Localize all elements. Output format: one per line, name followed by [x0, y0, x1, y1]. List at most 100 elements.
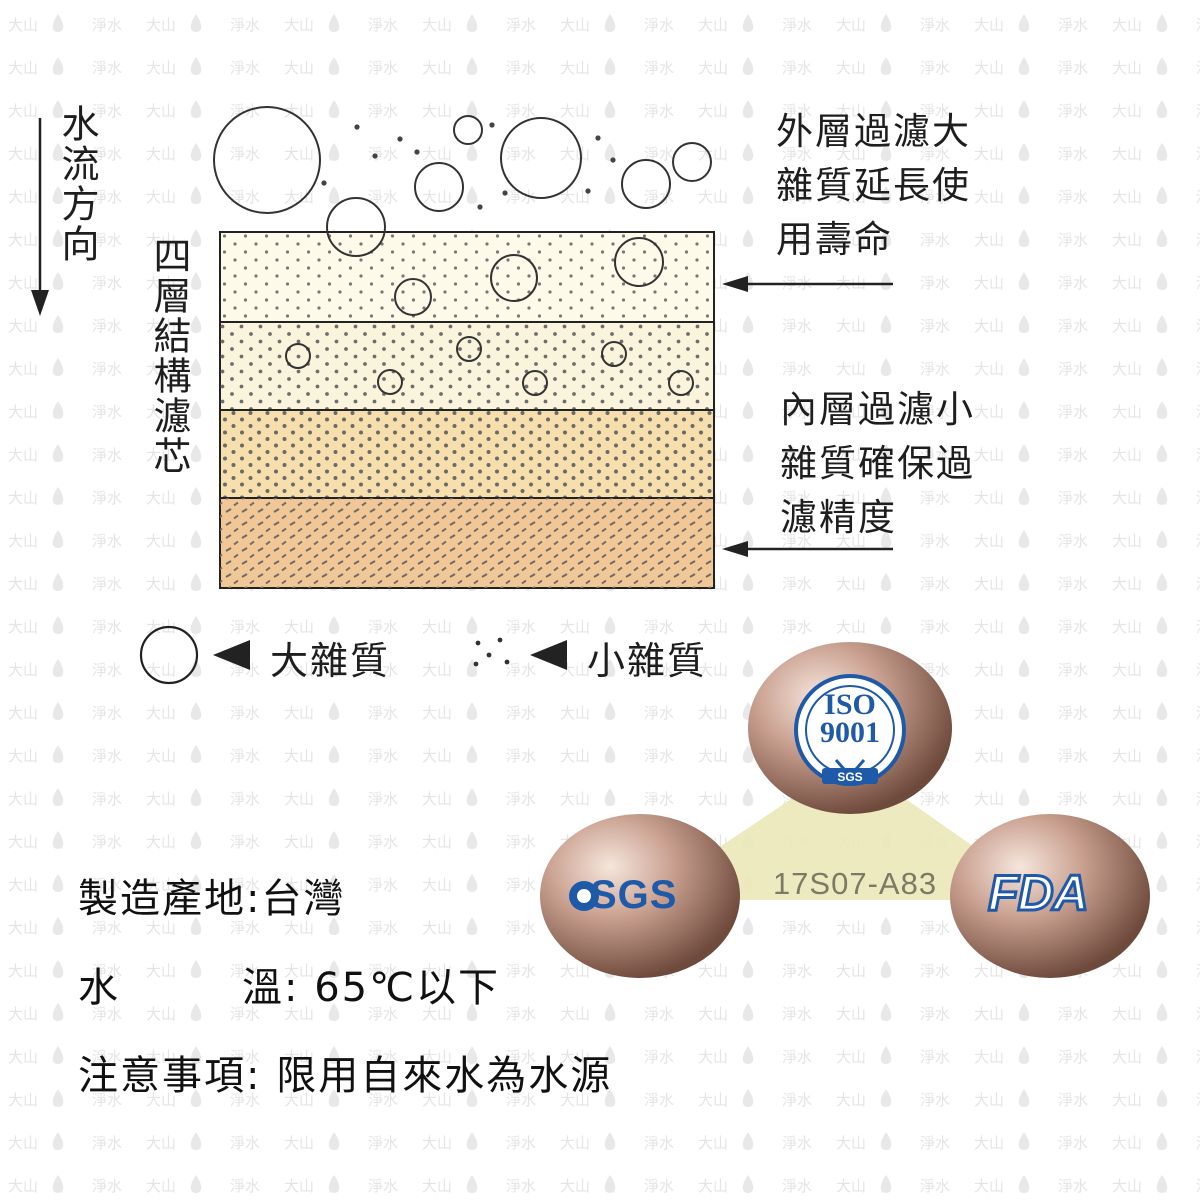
water-drop-icon [880, 100, 892, 118]
watermark-text: 淨水 [368, 790, 398, 808]
water-drop-icon [742, 616, 754, 634]
watermark-text: 大山 [836, 59, 866, 77]
water-drop-icon [466, 960, 478, 978]
water-drop-icon [52, 272, 64, 290]
watermark-text: 淨水 [230, 1091, 260, 1109]
watermark-text: 淨水 [644, 145, 674, 163]
watermark-text: 淨水 [1196, 1177, 1200, 1195]
water-drop-icon [742, 358, 754, 376]
watermark-text: 淨水 [368, 876, 398, 894]
watermark-text: 淨水 [230, 188, 260, 206]
water-drop-icon [328, 186, 340, 204]
triangle-pointer-icon [213, 640, 250, 670]
watermark-text: 淨水 [1196, 360, 1200, 378]
water-drop-icon [1018, 100, 1030, 118]
watermark-text: 淨水 [230, 145, 260, 163]
watermark-text: 大山 [8, 1177, 38, 1195]
water-drop-icon [52, 229, 64, 247]
water-drop-icon [466, 186, 478, 204]
water-drop-icon [466, 14, 478, 32]
watermark-text: 淨水 [230, 790, 260, 808]
watermark-text: 淨水 [782, 962, 812, 980]
spec-notes: 注意事項 : 限用自來水為水源 [78, 1043, 612, 1101]
watermark-text: 大山 [836, 532, 866, 550]
watermark-text: 淨水 [920, 790, 950, 808]
watermark-text: 淨水 [1196, 1048, 1200, 1066]
watermark-text: 淨水 [92, 1177, 122, 1195]
watermark-text: 大山 [8, 618, 38, 636]
spec-origin-label: 製造產地 [78, 876, 246, 922]
watermark-text: 淨水 [782, 102, 812, 120]
water-drop-icon [466, 788, 478, 806]
watermark-text: 淨水 [368, 661, 398, 679]
watermark-text: 大山 [284, 747, 314, 765]
water-drop-icon [328, 616, 340, 634]
water-drop-icon [1018, 143, 1030, 161]
watermark-text: 大山 [836, 446, 866, 464]
spec-temperature-label-b: 溫 [242, 965, 284, 1011]
watermark-text: 大山 [8, 661, 38, 679]
water-drop-icon [190, 1089, 202, 1107]
water-drop-icon [1018, 487, 1030, 505]
water-drop-icon [190, 1132, 202, 1150]
water-drop-icon [328, 960, 340, 978]
watermark-text: 大山 [284, 790, 314, 808]
water-drop-icon [466, 745, 478, 763]
watermark-text: 大山 [974, 231, 1004, 249]
water-drop-icon [190, 401, 202, 419]
water-drop-icon [880, 917, 892, 935]
watermark-text: 大山 [284, 188, 314, 206]
fda-logo-text: FDA [987, 864, 1091, 923]
spec-notes-value: 限用自來水為水源 [276, 1053, 613, 1099]
watermark-text: 大山 [836, 1134, 866, 1152]
watermark-text: 淨水 [644, 747, 674, 765]
watermark-text: 淨水 [230, 16, 260, 34]
water-drop-icon [466, 100, 478, 118]
watermark-text: 淨水 [1196, 16, 1200, 34]
watermark-text: 淨水 [92, 188, 122, 206]
water-drop-icon [1018, 573, 1030, 591]
watermark-text: 淨水 [644, 102, 674, 120]
water-drop-icon [604, 14, 616, 32]
water-drop-icon [190, 358, 202, 376]
water-drop-icon [328, 831, 340, 849]
watermark-text: 淨水 [92, 145, 122, 163]
water-drop-icon [880, 1003, 892, 1021]
watermark-text: 大山 [422, 962, 452, 980]
watermark-text: 大山 [560, 661, 590, 679]
watermark-text: 淨水 [920, 1177, 950, 1195]
watermark-text: 大山 [146, 1177, 176, 1195]
watermark-text: 大山 [8, 274, 38, 292]
watermark-text: 大山 [560, 1134, 590, 1152]
watermark-text: 大山 [1112, 1134, 1142, 1152]
watermark-text: 大山 [1112, 575, 1142, 593]
watermark-text: 淨水 [92, 919, 122, 937]
water-drop-icon [742, 186, 754, 204]
watermark-text: 大山 [146, 661, 176, 679]
watermark-text: 淨水 [1196, 1091, 1200, 1109]
watermark-text: 淨水 [920, 16, 950, 34]
watermark-text: 淨水 [368, 919, 398, 937]
water-drop-icon [604, 1003, 616, 1021]
watermark-text: 大山 [1112, 102, 1142, 120]
watermark-text: 大山 [560, 962, 590, 980]
water-drop-icon [880, 444, 892, 462]
water-drop-icon [880, 229, 892, 247]
water-drop-icon [1156, 573, 1168, 591]
watermark-text: 大山 [8, 231, 38, 249]
water-drop-icon [52, 186, 64, 204]
water-drop-icon [328, 917, 340, 935]
watermark-text: 大山 [1112, 403, 1142, 421]
water-drop-icon [466, 1132, 478, 1150]
watermark-text: 淨水 [92, 618, 122, 636]
watermark-text: 淨水 [92, 102, 122, 120]
watermark-text: 大山 [1112, 532, 1142, 550]
watermark-text: 淨水 [782, 231, 812, 249]
watermark-text: 淨水 [1196, 489, 1200, 507]
watermark-text: 大山 [422, 59, 452, 77]
watermark-text: 大山 [1112, 618, 1142, 636]
watermark-text: 淨水 [368, 962, 398, 980]
watermark-text: 淨水 [782, 403, 812, 421]
watermark-text: 淨水 [782, 1091, 812, 1109]
watermark-text: 淨水 [92, 876, 122, 894]
